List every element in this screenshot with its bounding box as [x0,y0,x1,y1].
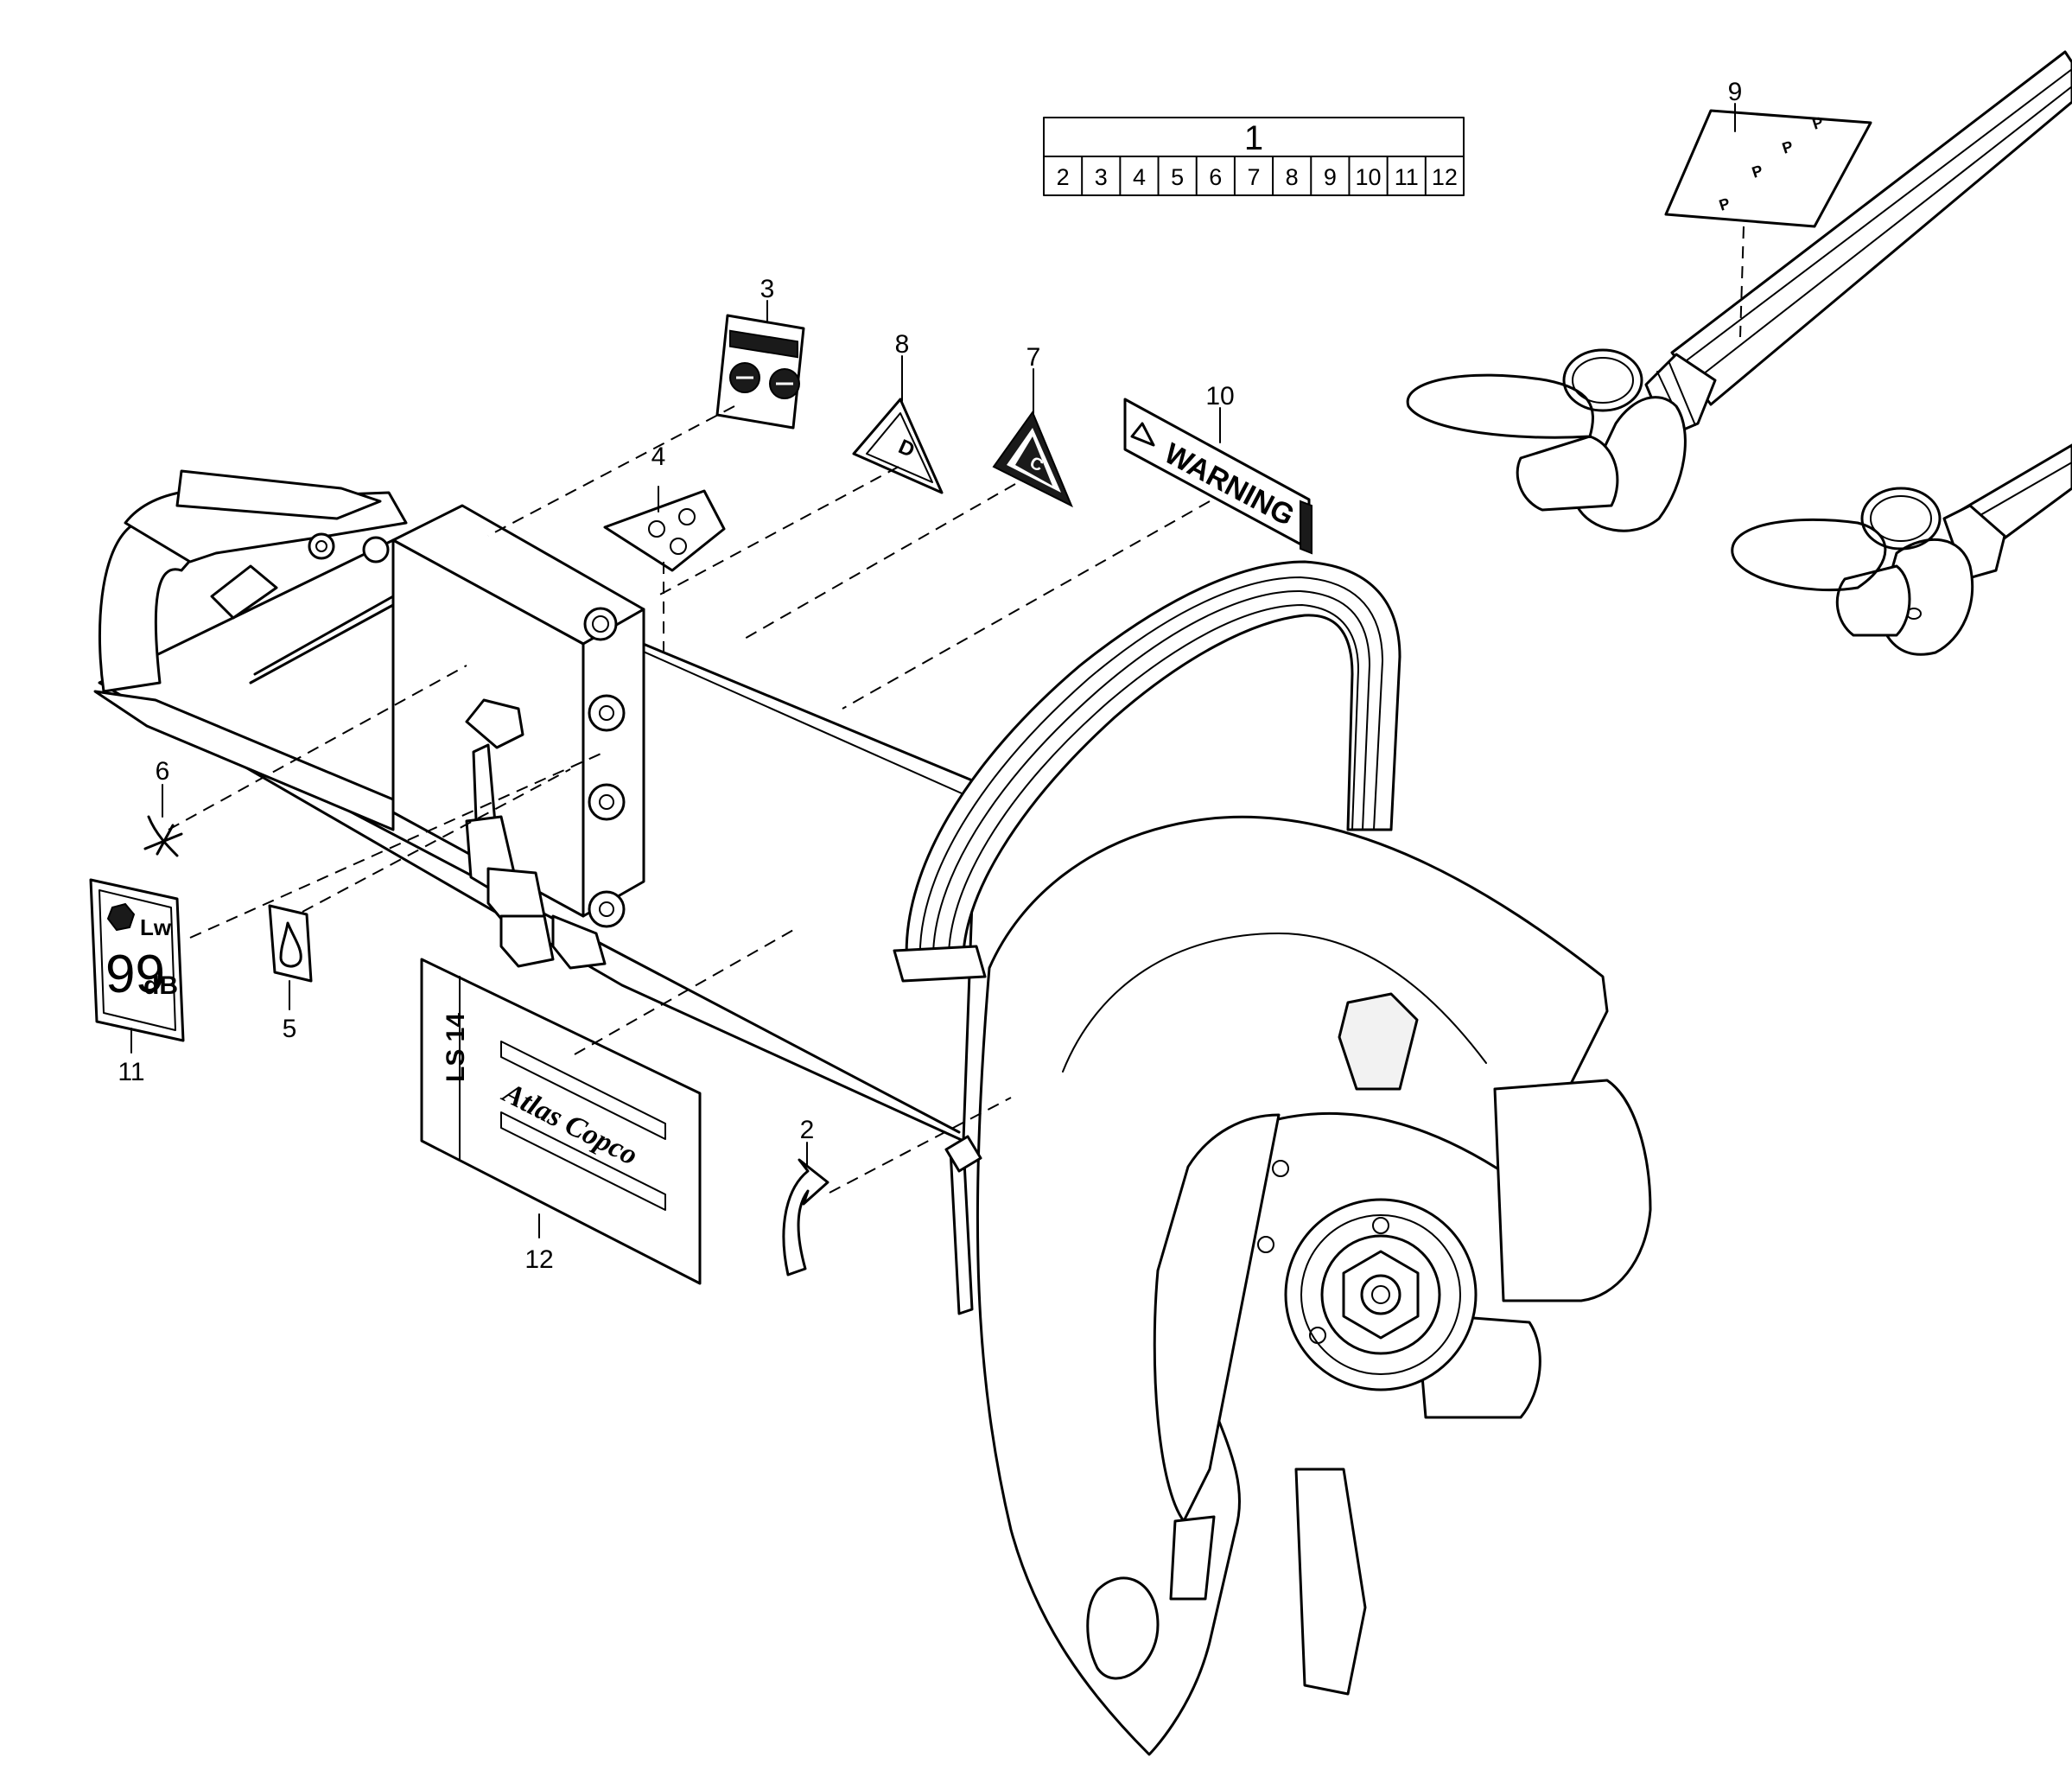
callout-11: 11 [118,1058,144,1086]
noise-emission-icon [106,902,136,932]
table-component-3: 3 [1095,164,1108,190]
manual-icon [670,538,687,555]
decal-6-crossed-symbol [143,815,183,857]
d-handle-clamp [893,945,987,983]
table-component-8: 8 [1286,164,1299,190]
lever-pivot [465,698,524,749]
valve-block-side [582,608,645,918]
table-component-5: 5 [1171,164,1184,190]
trigger-guard [210,564,278,620]
callout-12: 12 [524,1245,553,1274]
decal-2-rotation-arrow [782,1158,829,1277]
guard-inner-lip [1153,1113,1281,1523]
hose-p-mark: P [1750,162,1765,181]
noise-unit-label: Lw [140,914,172,940]
oil-drop-plate [268,904,313,983]
hose-p-mark: P [1780,137,1796,157]
rotation-arrow-icon [782,1158,829,1277]
inlet-coupling-body [499,914,555,968]
guard-lock-knob [944,1135,982,1173]
callout-leader-lines [130,103,1736,1238]
model-label: LS 14 [442,1013,470,1082]
callout-9: 9 [1728,78,1743,106]
crossed-symbol-icon [143,815,183,857]
lower-dust-cap [1835,564,1911,637]
callout-10: 10 [1205,382,1234,411]
decal-4-pictograms [603,489,726,572]
outlet-coupling [551,914,607,970]
valve-top-plug [583,607,618,641]
table-component-9: 9 [1324,164,1337,190]
lower-cap-strap [1731,518,1887,592]
noise-unit: dB [143,971,178,1000]
table-component-7: 7 [1247,164,1260,190]
table-component-4: 4 [1133,164,1146,190]
handle-base-rail [93,690,395,831]
hose-p-mark: P [1717,194,1732,214]
lower-cap-ring [1860,487,1942,551]
decal-11-noise: Lw 99 dB [89,878,185,1042]
hearing-protection-icon [648,520,665,538]
block-bolt-2 [588,783,626,821]
callout-5: 5 [283,1015,297,1043]
callout-numbers: 3 4 8 7 10 9 6 5 11 12 2 [118,78,1742,1274]
noise-value: 99 [105,945,165,1004]
decal-5-oil-drop [268,904,313,983]
arbor-spindle [1360,1274,1401,1315]
table-component-2: 2 [1057,164,1070,190]
brand-decal-plate [420,958,702,1285]
motor-housing [1493,1079,1652,1302]
trigger-lever [175,469,382,520]
table-component-10: 10 [1356,164,1382,190]
dashed-leader-lines [168,405,1211,1194]
block-bolt-3 [588,890,626,928]
guard-bumper [1086,1576,1160,1680]
guard-slot [1169,1515,1216,1601]
guard-adjust-tab [1338,992,1419,1091]
table-component-12: 12 [1432,164,1458,190]
handle-pivot-pin-2 [362,536,390,563]
oil-drop-icon [279,921,302,968]
decal-10-warning: WARNING [1123,398,1312,555]
upper-cap-ring [1562,348,1643,412]
hose-p-mark: P [1810,113,1826,133]
saw-body [93,469,1652,1756]
table-component-6: 6 [1209,164,1222,190]
callout-3: 3 [760,275,775,303]
warning-triangle-icon [1130,422,1155,447]
upper-dust-cap [1516,435,1619,512]
callout-6: 6 [156,757,170,786]
table-component-11: 11 [1395,164,1419,190]
callout-7: 7 [1026,343,1041,372]
eye-protection-icon [678,508,696,525]
table-assembly-number: 1 [1244,119,1263,157]
handle-pivot-pin [308,532,335,560]
decal-7-triangle-c: C [992,410,1073,508]
upper-cap-strap [1406,373,1594,439]
callout-8: 8 [895,330,910,359]
triangle-d-outer [852,398,944,494]
decal-8-triangle-d: D [852,398,944,494]
block-bolt-1 [588,694,626,732]
callout-2: 2 [800,1116,815,1144]
callout-4: 4 [651,442,666,471]
guard-side-plate [1294,1468,1367,1696]
decal-3-symbols [715,314,805,430]
p-marks-sheet [1664,109,1872,228]
decal-12-brand: LS 14 Atlas Copco [420,958,702,1285]
hydraulic-hoses [1406,50,2072,656]
